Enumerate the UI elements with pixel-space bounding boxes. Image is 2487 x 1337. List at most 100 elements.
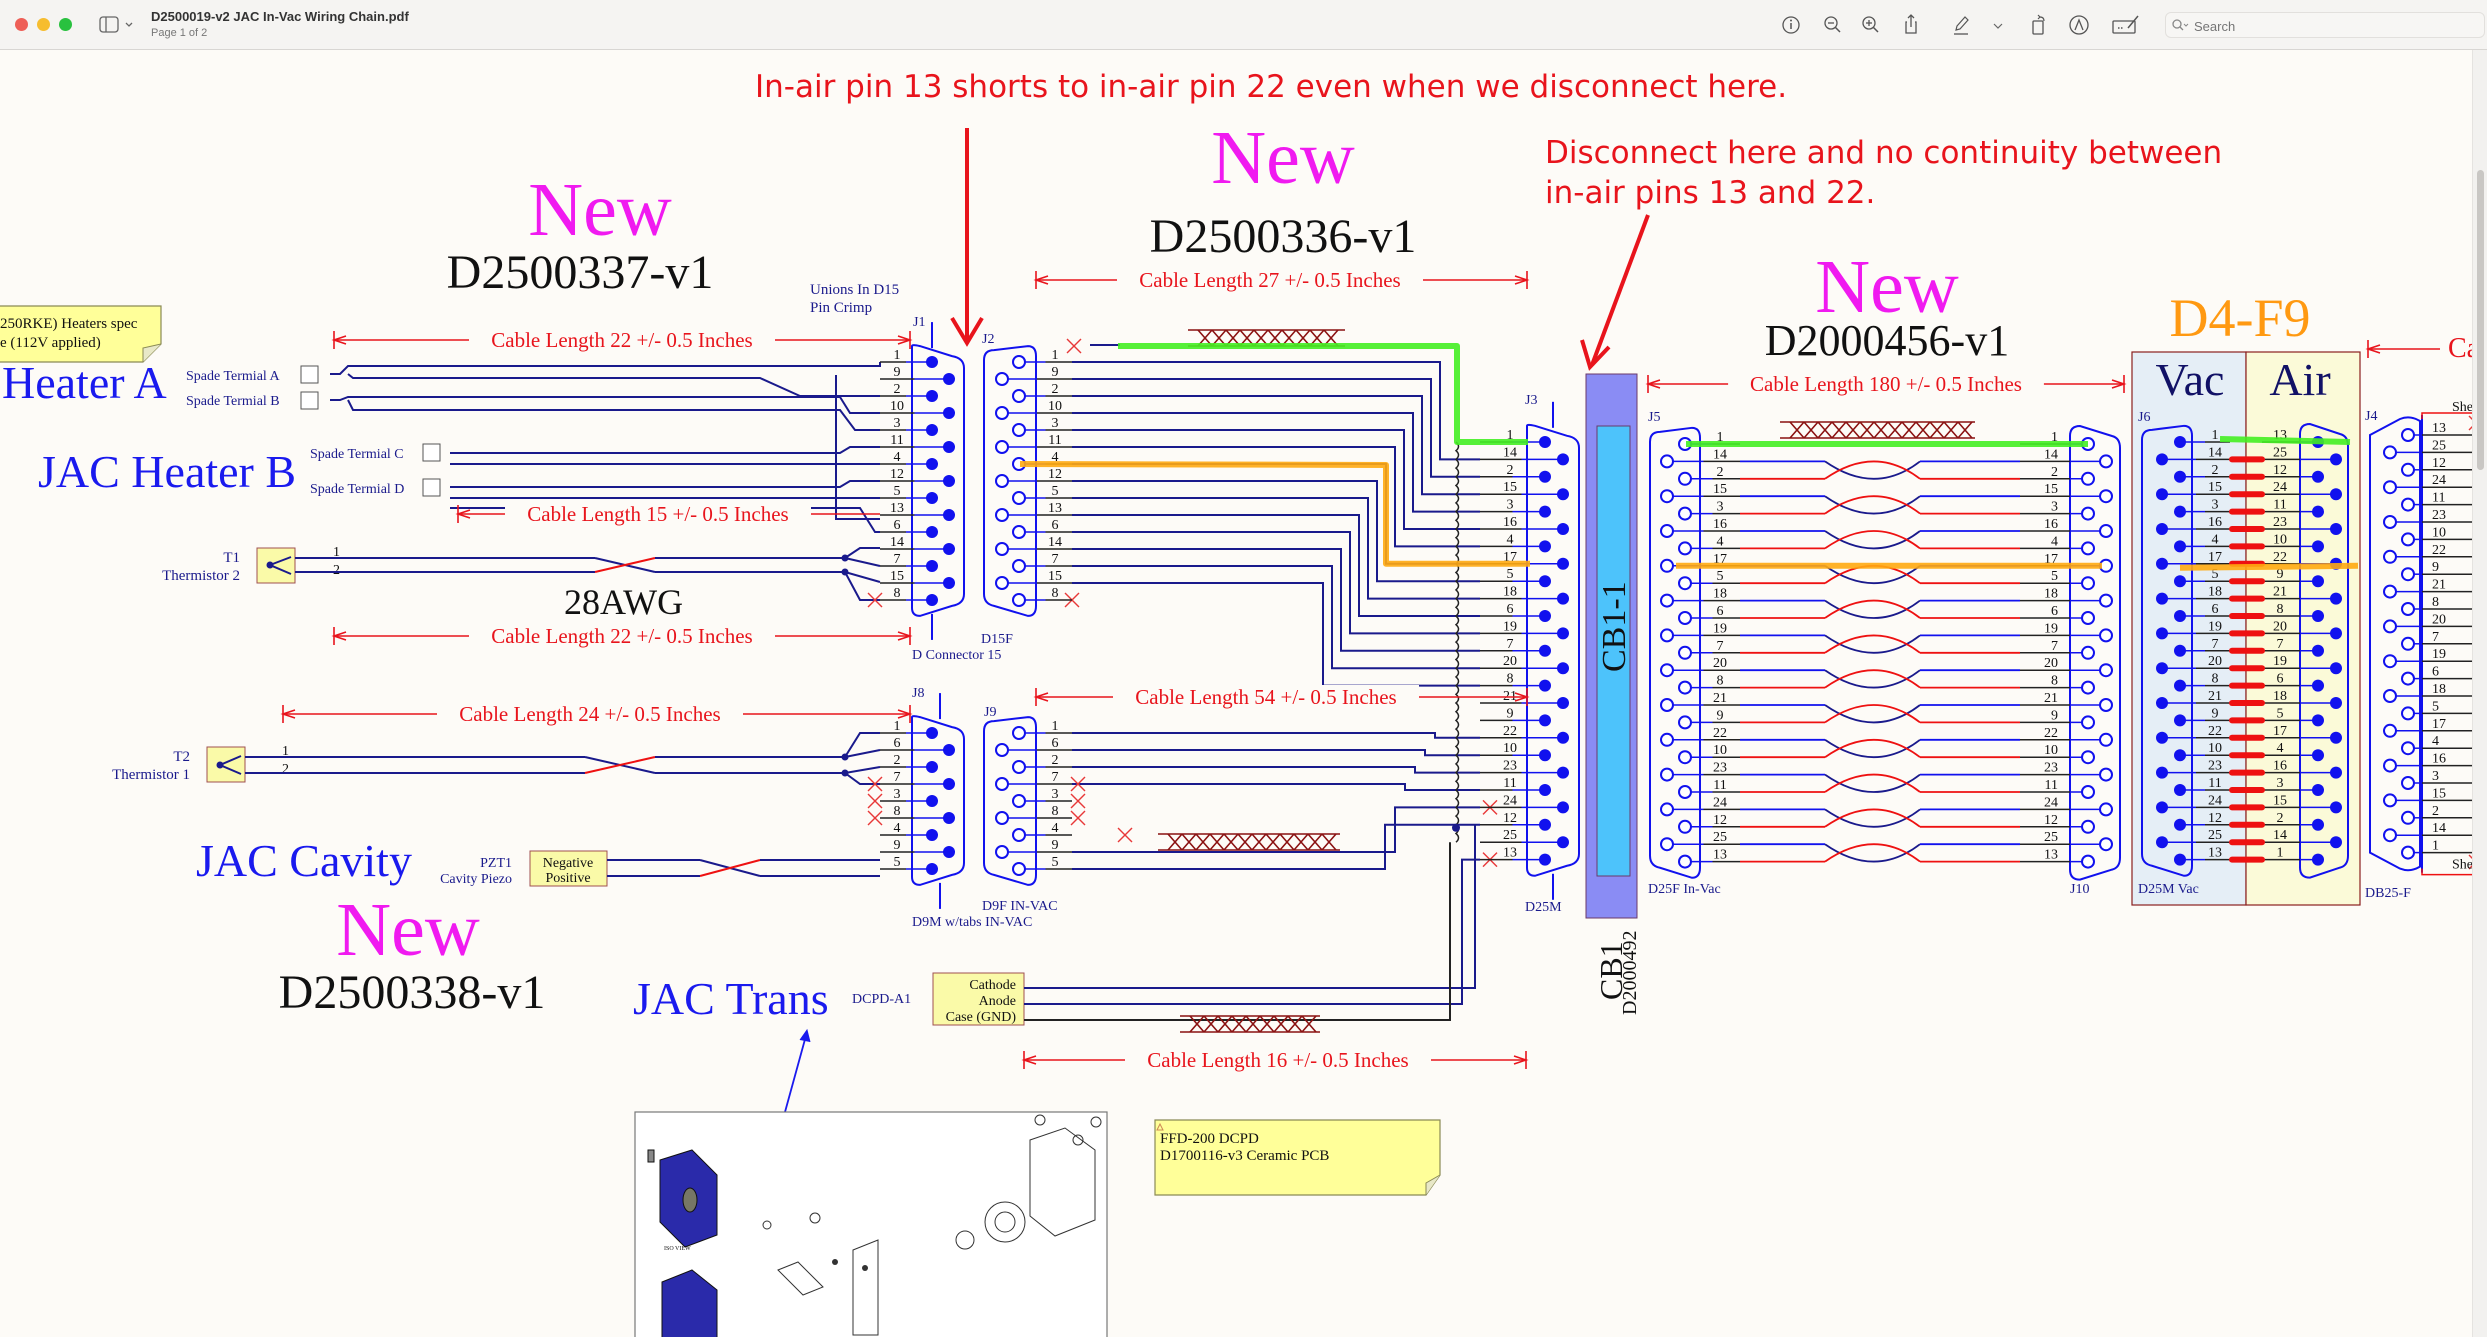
pin-male — [1539, 610, 1551, 622]
pin-number: 23 — [2273, 515, 2287, 530]
dcpd-pointer-arrow — [784, 1031, 808, 1113]
pin-number: 18 — [1503, 585, 1517, 600]
pin-number: 9 — [2277, 567, 2284, 582]
thermistor-t1: T1 Thermistor 2 1 2 — [162, 545, 340, 584]
cb1-name: CB1 — [1593, 941, 1629, 1000]
piezo-pzt1: PZT1 Cavity Piezo Negative Positive — [440, 850, 608, 887]
pin-number: 5 — [1052, 855, 1059, 870]
pin-female — [2099, 454, 2113, 469]
zoom-in-button[interactable] — [1858, 12, 1884, 38]
pin-male — [2312, 679, 2324, 692]
pin-number: 5 — [1052, 484, 1059, 499]
pin-female — [2401, 428, 2415, 442]
pin-number: 2 — [2212, 463, 2219, 478]
pin-number: 8 — [894, 586, 901, 601]
iso-view-block-top — [647, 1149, 718, 1248]
braid-strand — [1279, 833, 1295, 851]
cable-length-15: Cable Length 15 +/- 0.5 Inches — [455, 502, 880, 526]
connector-ref: J5 — [1648, 410, 1660, 425]
braid-strand — [1301, 1015, 1317, 1033]
markup-menu-button[interactable] — [1990, 12, 2006, 38]
connector-j3: 1142153164175186197208219221023112412251… — [1480, 393, 1580, 915]
sidebar-toggle-button[interactable] — [98, 14, 138, 36]
j9-to-j3-wire — [1072, 749, 1480, 757]
pin-male — [1539, 749, 1551, 762]
pin-number: 21 — [2432, 578, 2446, 593]
pin-number: 23 — [2208, 759, 2222, 774]
pin-number: 4 — [894, 450, 901, 465]
pin-female — [1660, 732, 1674, 747]
form-fill-button[interactable] — [2110, 12, 2144, 38]
pin-number: 7 — [1507, 637, 1514, 652]
pin-male — [1539, 784, 1551, 796]
markup-button[interactable] — [1948, 12, 1974, 38]
dimension-arrow — [1021, 1055, 1037, 1065]
pzt1-name: Cavity Piezo — [440, 872, 512, 887]
rotate-button[interactable] — [2026, 12, 2052, 38]
pin-number: 1 — [2212, 428, 2219, 443]
connector-ref: J1 — [913, 315, 925, 330]
close-window-button[interactable] — [15, 18, 28, 31]
pin-female — [2099, 663, 2113, 678]
vertical-scrollbar[interactable] — [2472, 50, 2487, 1337]
twist-red — [1824, 843, 1921, 863]
pin-male — [943, 407, 955, 419]
pin-number: 8 — [1717, 674, 1724, 689]
label-bg — [1113, 685, 1419, 709]
info-button[interactable] — [1778, 12, 1804, 38]
pin-male — [1557, 453, 1569, 466]
dimension-arrow — [2111, 379, 2127, 389]
dimension-arrow — [2365, 344, 2381, 354]
pin-number: 14 — [1713, 447, 1727, 462]
heater-a-heading: Heater A — [2, 357, 167, 408]
pin-number: 4 — [2212, 532, 2219, 547]
ffd-dcpd-note[interactable]: FFD-200 DCPD D1700116-v3 Ceramic PCB — [1154, 1119, 1441, 1196]
spade-terminal-a-label: Spade Termial A — [186, 369, 281, 384]
page-indicator: Page 1 of 2 — [151, 27, 208, 39]
pin-number: 6 — [1052, 518, 1059, 533]
no-connect-marker — [867, 592, 883, 608]
braid-strand — [1237, 833, 1253, 851]
pin-female — [2383, 515, 2397, 529]
annotate-button[interactable] — [2066, 12, 2092, 38]
pin-male — [2312, 644, 2324, 657]
pin-male — [2312, 610, 2324, 622]
twist-blue — [1824, 704, 1921, 724]
pin-female — [1678, 785, 1692, 799]
pin-number: 7 — [1052, 552, 1059, 567]
search-input[interactable] — [2192, 16, 2476, 36]
pin-female — [2099, 593, 2113, 608]
pin-female — [2383, 723, 2397, 738]
pin-number: 18 — [2044, 587, 2058, 602]
heater-spec-note[interactable]: 250RKE) Heaters spec e (112V applied) — [0, 305, 162, 363]
pin-number: 4 — [2051, 534, 2058, 549]
pin-female — [995, 743, 1009, 757]
pin-male — [2312, 470, 2324, 483]
pin-number: 6 — [894, 736, 901, 751]
maximize-window-button[interactable] — [59, 18, 72, 31]
search-field[interactable] — [2165, 12, 2485, 38]
pin-number: 5 — [2432, 699, 2439, 714]
no-connect-marker — [1070, 776, 1086, 792]
scrollbar-thumb[interactable] — [2477, 170, 2484, 470]
cable-length-54: Cable Length 54 +/- 0.5 Inches — [1033, 685, 1530, 709]
twist-blue — [1824, 565, 1921, 584]
zoom-out-button[interactable] — [1820, 12, 1846, 38]
pin-female — [2081, 576, 2095, 591]
minimize-window-button[interactable] — [37, 18, 50, 31]
pin-female — [2401, 602, 2415, 616]
pin-number: 13 — [1713, 848, 1727, 863]
pin-male — [943, 373, 955, 385]
pin-male — [1557, 801, 1569, 814]
share-button[interactable] — [1898, 12, 1924, 38]
pin-male — [2312, 714, 2324, 727]
pin-number: 2 — [894, 753, 901, 768]
pin-number: 21 — [2044, 691, 2058, 706]
cable-length-27: Cable Length 27 +/- 0.5 Inches — [1033, 268, 1530, 292]
pin-female — [1678, 645, 1692, 660]
pin-female — [2081, 506, 2095, 521]
pin-number: 7 — [894, 552, 901, 567]
t1-wire — [844, 557, 881, 567]
pin-number: 14 — [1503, 445, 1517, 460]
